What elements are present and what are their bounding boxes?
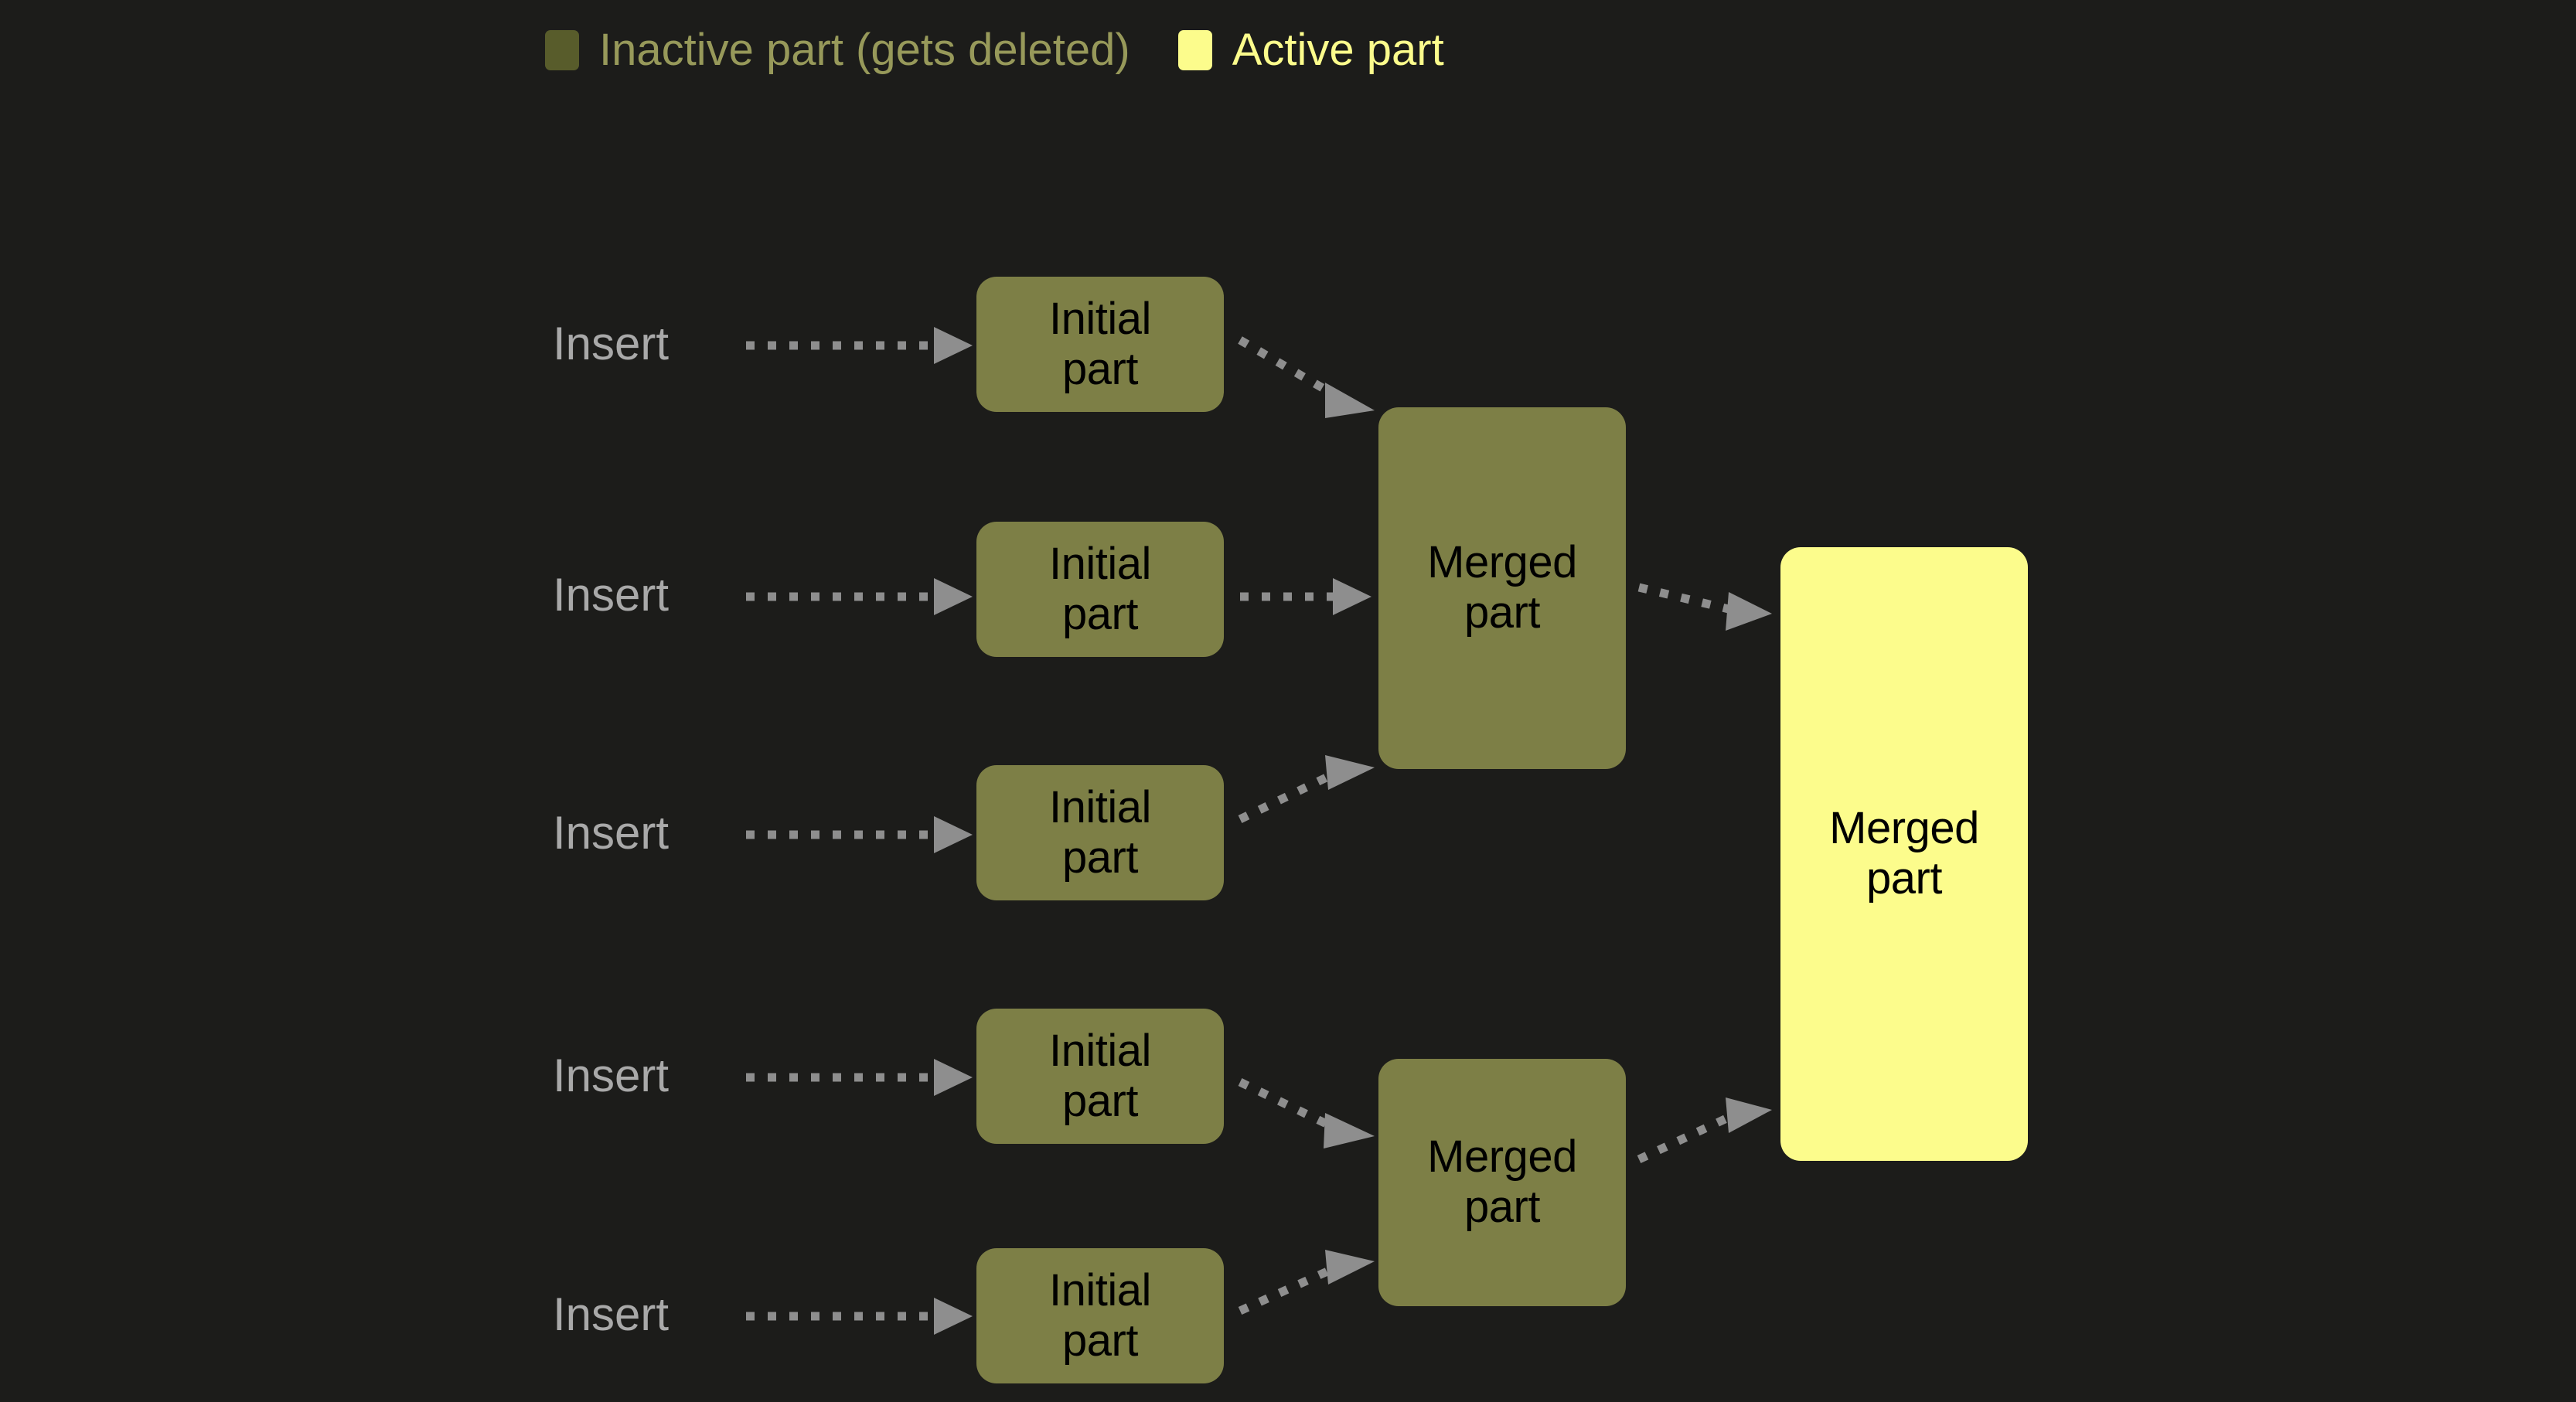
merged-part-node-upper[interactable]: Merged part	[1378, 407, 1626, 769]
insert-label-4: Insert	[553, 1050, 670, 1101]
initial-part-line1-2: Initial	[1049, 538, 1151, 589]
initial-part-node-2[interactable]: Initial part	[976, 522, 1224, 657]
initial-part-line2-3: part	[1062, 832, 1138, 883]
insert-label-3: Insert	[553, 807, 670, 859]
arrow-insert-to-initial-2	[746, 578, 973, 615]
merged-part-upper-line1: Merged	[1427, 537, 1577, 588]
insert-label-2: Insert	[553, 569, 670, 621]
legend-item-active: Active part	[1177, 25, 1444, 75]
initial-part-line2-4: part	[1062, 1075, 1138, 1126]
arrow-initial2-to-merged-upper	[1240, 578, 1371, 615]
active-merged-part-line2: part	[1866, 853, 1942, 903]
merged-part-upper-line2: part	[1464, 587, 1540, 638]
arrow-initial5-to-merged-lower	[1238, 1250, 1375, 1315]
legend-label-inactive: Inactive part (gets deleted)	[599, 25, 1130, 75]
initial-part-line2-2: part	[1062, 588, 1138, 639]
insert-label-5: Insert	[553, 1288, 670, 1340]
arrow-merged-upper-to-final	[1637, 583, 1772, 631]
arrow-insert-to-initial-3	[746, 816, 973, 853]
initial-part-line2-5: part	[1062, 1315, 1138, 1366]
merged-part-lower-line1: Merged	[1427, 1131, 1577, 1183]
arrow-initial4-to-merged-lower	[1238, 1078, 1375, 1148]
active-swatch-icon	[1177, 30, 1212, 70]
initial-part-line1-3: Initial	[1049, 781, 1151, 832]
initial-part-line1-1: Initial	[1049, 293, 1151, 344]
active-merged-part-line1: Merged	[1829, 803, 1979, 854]
arrow-insert-to-initial-1	[746, 327, 973, 364]
arrow-initial3-to-merged-upper	[1238, 755, 1375, 823]
legend-item-inactive: Inactive part (gets deleted)	[545, 28, 1130, 73]
legend-label-active: Active part	[1232, 25, 1444, 75]
initial-part-line2-1: part	[1062, 343, 1138, 394]
active-merged-part-node[interactable]: Merged part	[1780, 547, 2028, 1161]
merged-part-node-lower[interactable]: Merged part	[1378, 1059, 1626, 1306]
legend: Inactive part (gets deleted) Active part	[545, 28, 1444, 73]
initial-part-line1-5: Initial	[1049, 1264, 1151, 1315]
initial-part-node-5[interactable]: Initial part	[976, 1248, 1224, 1383]
initial-part-node-3[interactable]: Initial part	[976, 765, 1224, 900]
merged-part-lower-line2: part	[1464, 1182, 1540, 1232]
arrow-initial1-to-merged-upper	[1238, 336, 1375, 418]
inactive-swatch-icon	[545, 30, 579, 70]
insert-label-1: Insert	[553, 318, 670, 369]
initial-part-node-1[interactable]: Initial part	[976, 277, 1224, 412]
arrow-merged-lower-to-final	[1637, 1097, 1772, 1163]
initial-part-node-4[interactable]: Initial part	[976, 1009, 1224, 1144]
initial-part-line1-4: Initial	[1049, 1025, 1151, 1076]
arrow-insert-to-initial-4	[746, 1059, 973, 1096]
arrow-insert-to-initial-5	[746, 1298, 973, 1335]
